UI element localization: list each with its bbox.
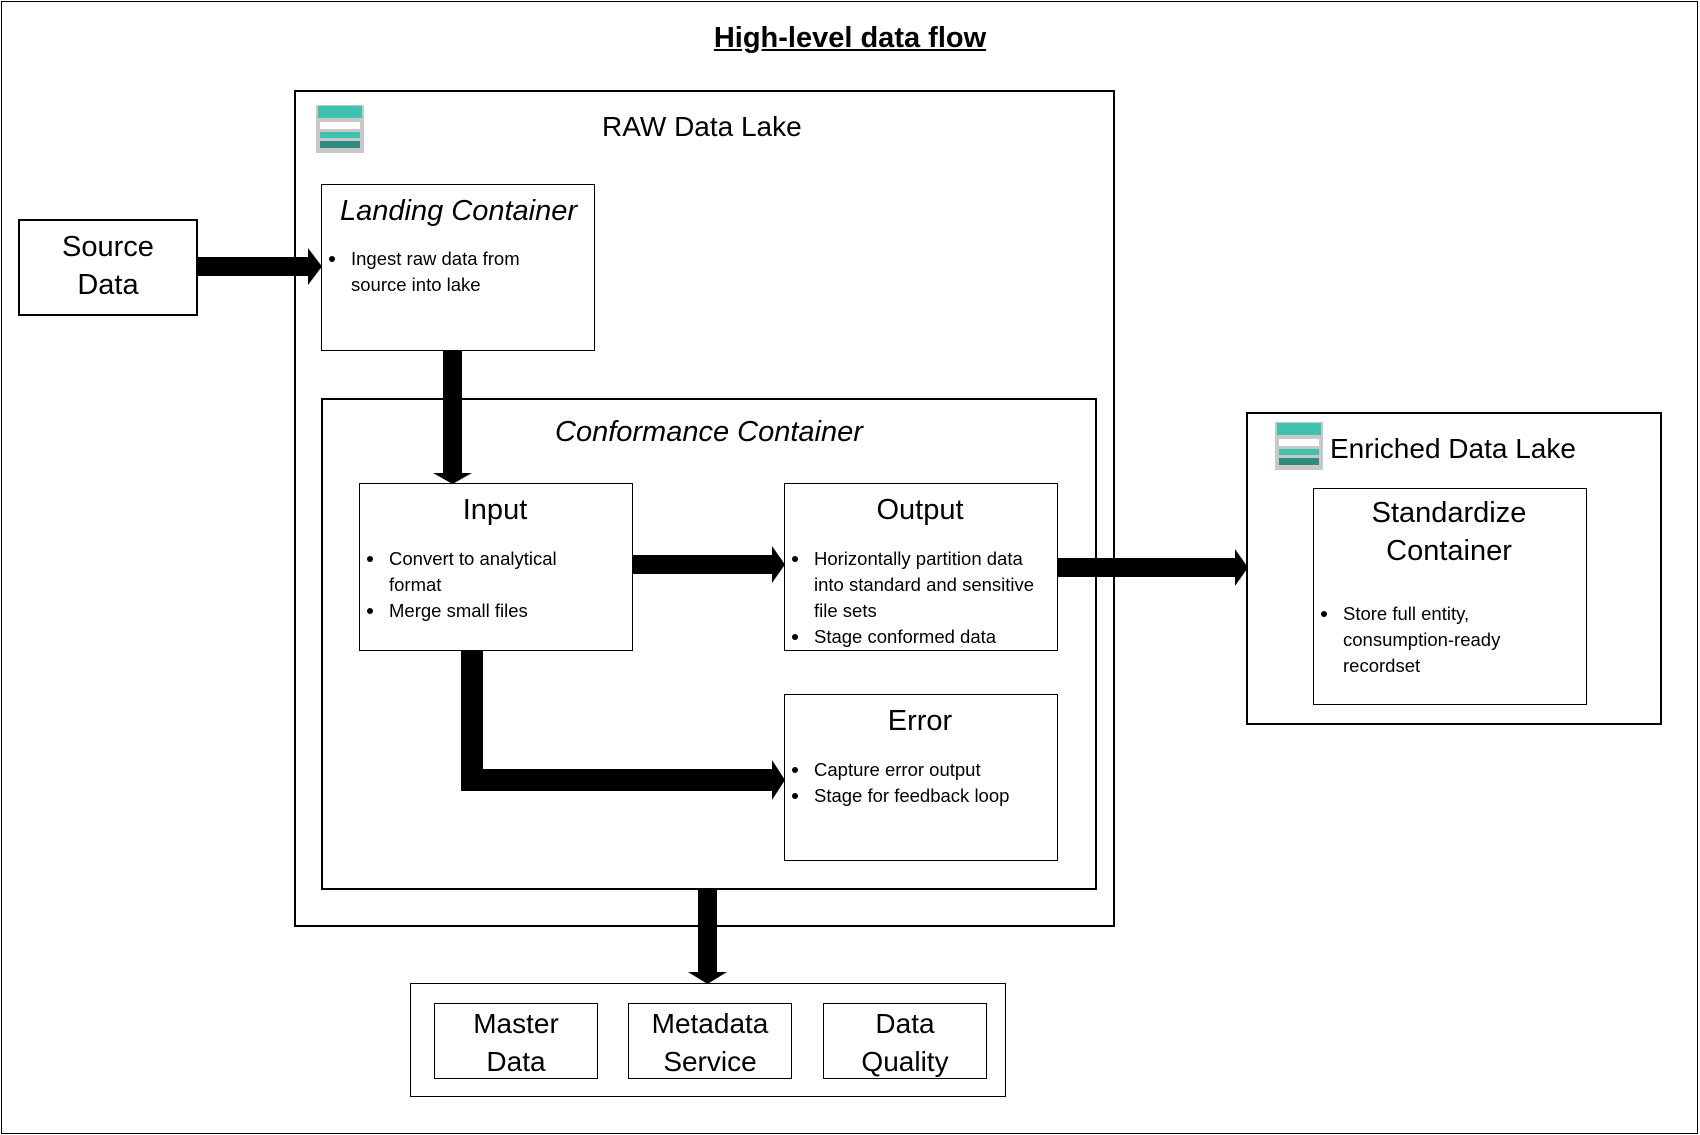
output-title: Output <box>876 494 964 526</box>
enriched-data-lake-title: Enriched Data Lake <box>1330 433 1576 464</box>
error-bullets: Capture error output Stage for feedback … <box>791 757 1009 809</box>
storage-lake-icon <box>1275 422 1323 470</box>
source-data-line2: Data <box>77 269 139 301</box>
input-bullet-1-line2: format <box>389 574 442 595</box>
metadata-service-line2: Service <box>663 1046 757 1077</box>
data-quality-box: Data Quality <box>823 1003 987 1079</box>
input-bullet-1: Convert to analytical format <box>367 546 557 598</box>
landing-bullets: Ingest raw data from source into lake <box>329 246 520 298</box>
data-quality-line1: Data <box>875 1008 935 1039</box>
standardize-bullet-line1: Store full entity, <box>1343 603 1470 624</box>
metadata-service-line1: Metadata <box>651 1008 769 1039</box>
standardize-bullet-line2: consumption-ready <box>1343 629 1501 650</box>
error-bullet-1: Capture error output <box>791 757 1009 783</box>
master-data-line1: Master <box>473 1008 559 1039</box>
storage-lake-icon <box>316 105 364 153</box>
standardize-container: Standardize Container Store full entity,… <box>1313 488 1587 705</box>
input-bullets: Convert to analytical format Merge small… <box>367 546 557 624</box>
output-bullet-1-line1: Horizontally partition data <box>814 548 1023 569</box>
standardize-title-line2: Container <box>1386 535 1512 567</box>
output-bullet-2: Stage conformed data <box>791 624 1034 650</box>
data-quality-line2: Quality <box>861 1046 949 1077</box>
landing-container-title: Landing Container <box>340 195 578 227</box>
output-bullet-1-line2: into standard and sensitive <box>814 574 1035 595</box>
metadata-service-box: Metadata Service <box>628 1003 792 1079</box>
standardize-bullet: Store full entity, consumption-ready rec… <box>1320 601 1501 679</box>
output-bullets: Horizontally partition data into standar… <box>791 546 1035 650</box>
landing-container: Landing Container Ingest raw data from s… <box>321 184 595 351</box>
input-box: Input Convert to analytical format Merge… <box>359 483 633 651</box>
error-title: Error <box>887 705 953 737</box>
source-data-box: Source Data <box>18 219 198 316</box>
input-bullet-2: Merge small files <box>367 598 557 624</box>
landing-bullet: Ingest raw data from source into lake <box>329 246 520 298</box>
conformance-container-title: Conformance Container <box>555 416 863 448</box>
error-bullet-2: Stage for feedback loop <box>791 783 1009 809</box>
output-bullet-1-line3: file sets <box>814 600 877 621</box>
diagram-title: High-level data flow <box>713 22 987 54</box>
landing-bullet-line1: Ingest raw data from <box>351 248 520 269</box>
landing-bullet-line2: source into lake <box>351 274 481 295</box>
input-bullet-1-line1: Convert to analytical <box>389 548 557 569</box>
standardize-bullets: Store full entity, consumption-ready rec… <box>1320 601 1501 679</box>
master-data-line2: Data <box>486 1046 546 1077</box>
input-title: Input <box>462 494 528 526</box>
standardize-title-line1: Standardize <box>1371 497 1527 529</box>
master-data-box: Master Data <box>434 1003 598 1079</box>
output-bullet-1: Horizontally partition data into standar… <box>791 546 1035 624</box>
standardize-bullet-line3: recordset <box>1343 655 1421 676</box>
raw-data-lake-title: RAW Data Lake <box>602 111 802 142</box>
output-box: Output Horizontally partition data into … <box>784 483 1058 651</box>
error-box: Error Capture error output Stage for fee… <box>784 694 1058 861</box>
source-data-line1: Source <box>62 231 154 263</box>
